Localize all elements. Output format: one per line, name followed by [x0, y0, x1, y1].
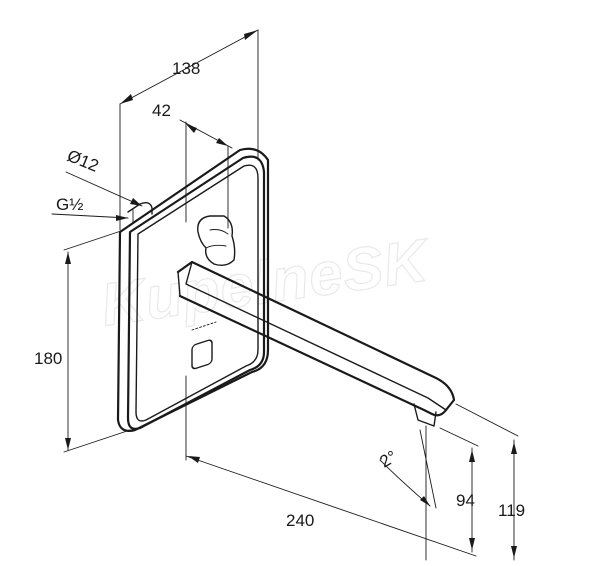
- pipe-stub: [127, 201, 153, 215]
- label-119: 119: [498, 501, 525, 520]
- arrow-diameter: [130, 198, 142, 206]
- leader-diameter: [65, 171, 143, 207]
- spout-inner: [185, 261, 447, 411]
- sensor-window: [191, 339, 213, 370]
- arrow-119-b: [511, 546, 517, 558]
- spout-front-edge: [177, 271, 181, 297]
- knob-detail: [205, 244, 227, 249]
- dimension-labels: 138 42 Ø12 G½ 180 240 2° 94 119: [34, 59, 525, 530]
- ext-180-top: [63, 229, 125, 251]
- label-42: 42: [152, 101, 171, 120]
- faucet-body: [116, 147, 456, 432]
- ext-94-top: [439, 427, 479, 447]
- label-138: 138: [172, 59, 200, 78]
- arrow-angle: [420, 496, 430, 506]
- aerator: [413, 403, 437, 427]
- arrow-94-a: [469, 450, 475, 462]
- ext-119-top: [455, 403, 519, 437]
- angle-ref-line: [419, 429, 437, 509]
- spout-bottom: [178, 294, 448, 417]
- label-94: 94: [456, 491, 475, 510]
- leader-thread: [51, 213, 129, 219]
- label-180: 180: [34, 349, 62, 368]
- dim-138-line: [119, 29, 259, 105]
- arrow-thread: [116, 215, 128, 221]
- label-thread: G½: [56, 195, 83, 214]
- wall-plate-front: [126, 155, 266, 430]
- label-240: 240: [286, 511, 314, 530]
- arrow-138-b: [244, 30, 258, 40]
- wall-plate-side: [116, 147, 270, 432]
- knob-detail-2: [209, 229, 229, 235]
- arrow-42-a: [186, 124, 197, 133]
- arrow-94-b: [469, 538, 475, 550]
- arrow-119-a: [511, 442, 517, 454]
- label-angle: 2°: [377, 447, 401, 472]
- label-diameter: Ø12: [65, 146, 102, 176]
- wall-plate-face: [135, 164, 259, 422]
- arrow-138-a: [120, 94, 133, 104]
- arrow-180-b: [65, 438, 71, 450]
- arrow-42-b: [216, 138, 228, 146]
- arrow-180-a: [65, 252, 71, 264]
- dim-240-line: [185, 455, 477, 557]
- spout-top: [176, 260, 456, 412]
- logo-mark: [191, 321, 217, 331]
- ext-180-bottom: [63, 429, 131, 453]
- arrow-240-a: [188, 456, 200, 463]
- dimension-lines: [51, 29, 519, 561]
